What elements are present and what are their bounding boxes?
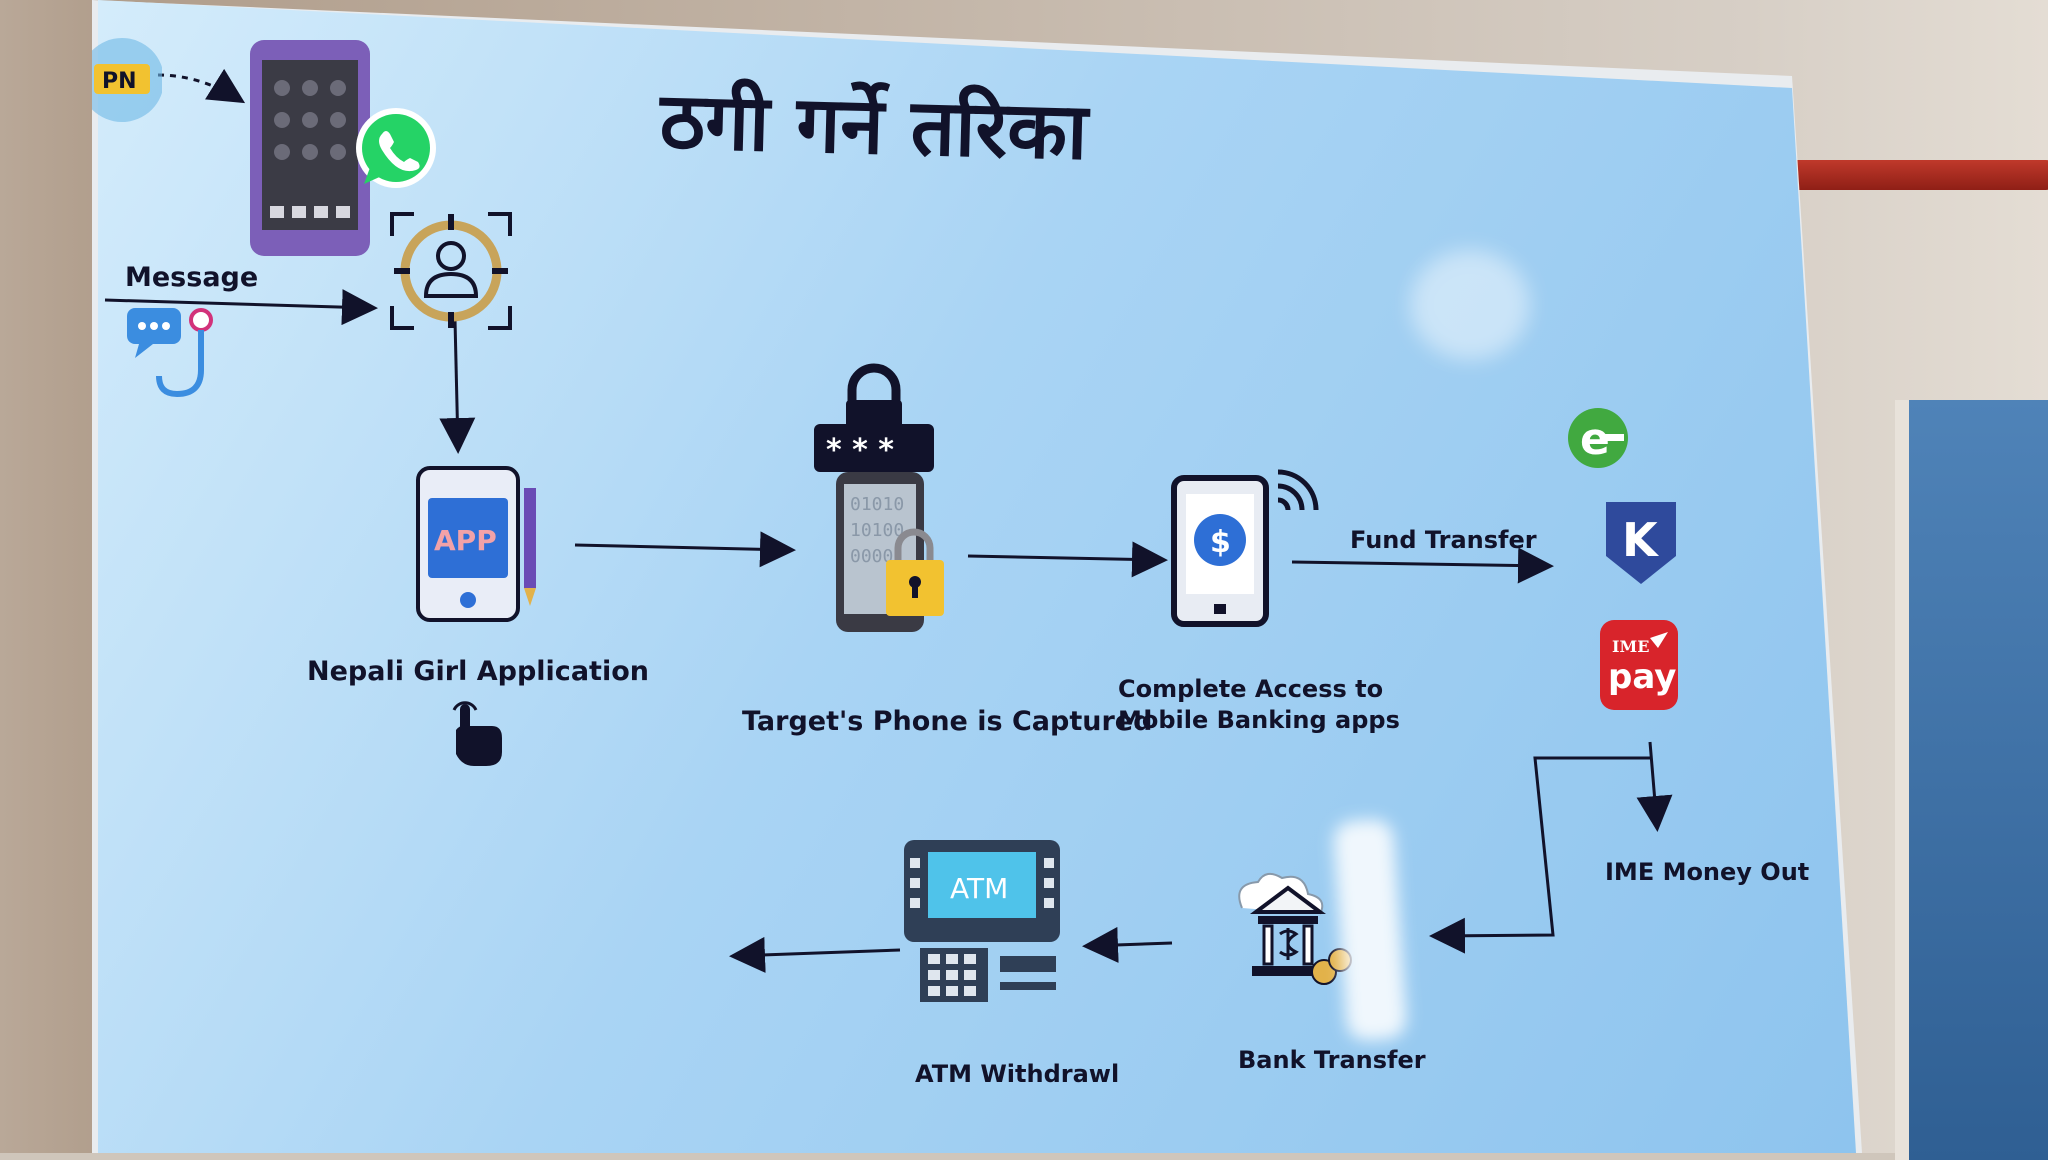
khalti-logo-icon: K bbox=[1602, 498, 1682, 592]
arrow-hacker-to-app bbox=[439, 319, 476, 454]
svg-text:01010: 01010 bbox=[850, 494, 904, 515]
arrow-to-bank bbox=[1429, 756, 1652, 954]
complete-access-label-line2: Mobile Banking apps bbox=[1118, 706, 1400, 734]
imepay-logo-icon: IME pay bbox=[1598, 618, 1682, 718]
atm-icon: ATM bbox=[900, 836, 1070, 1010]
wall-window bbox=[1895, 400, 2048, 1160]
dollar-text: $ bbox=[1210, 525, 1231, 560]
arrow-phone-to-banking bbox=[967, 541, 1168, 578]
arrow-ime-money-out bbox=[1636, 741, 1673, 832]
target-phone-label: Target's Phone is Captured bbox=[742, 706, 1153, 737]
app-tablet-icon: APP bbox=[414, 464, 554, 628]
message-label: Message bbox=[125, 262, 259, 293]
imepay-top-text: IME bbox=[1612, 637, 1649, 656]
atm-withdrawal-label: ATM Withdrawl bbox=[915, 1060, 1120, 1088]
locked-phone-icon: * * * 01010 10100 0000 bbox=[812, 360, 972, 644]
hand-pointer-icon bbox=[450, 700, 510, 774]
esewa-logo-icon: e bbox=[1566, 402, 1632, 478]
atm-screen-text: ATM bbox=[950, 872, 1008, 905]
bank-icon bbox=[1222, 868, 1362, 1002]
light-reflection bbox=[1410, 250, 1530, 360]
banking-phone-icon: $ bbox=[1170, 460, 1320, 634]
phone-icon bbox=[248, 38, 448, 272]
imepay-bottom-text: pay bbox=[1608, 657, 1676, 697]
nepali-girl-app-label: Nepali Girl Application bbox=[307, 656, 649, 687]
vpn-icon: PN bbox=[80, 30, 164, 134]
vpn-badge-text: PN bbox=[102, 69, 137, 94]
app-text: APP bbox=[434, 524, 497, 557]
arrow-vpn-to-phone bbox=[157, 68, 246, 104]
chat-hook-icon bbox=[125, 300, 245, 414]
arrow-bank-to-atm bbox=[1082, 926, 1173, 963]
arrow-fund-transfer bbox=[1291, 547, 1554, 584]
ime-money-out-label: IME Money Out bbox=[1605, 858, 1810, 886]
arrow-app-to-phone bbox=[574, 531, 796, 568]
khalti-text: K bbox=[1622, 513, 1660, 567]
svg-text:10100: 10100 bbox=[850, 520, 904, 541]
arrow-atm-out bbox=[729, 936, 901, 973]
svg-text:0000: 0000 bbox=[850, 546, 893, 567]
password-text: * * * bbox=[826, 433, 894, 468]
whatsapp-icon bbox=[352, 104, 442, 198]
arrow-message bbox=[104, 289, 378, 326]
hacker-target-icon bbox=[386, 206, 516, 340]
fund-transfer-label: Fund Transfer bbox=[1350, 526, 1537, 554]
complete-access-label-line1: Complete Access to bbox=[1118, 675, 1384, 703]
bank-transfer-label: Bank Transfer bbox=[1238, 1046, 1426, 1074]
